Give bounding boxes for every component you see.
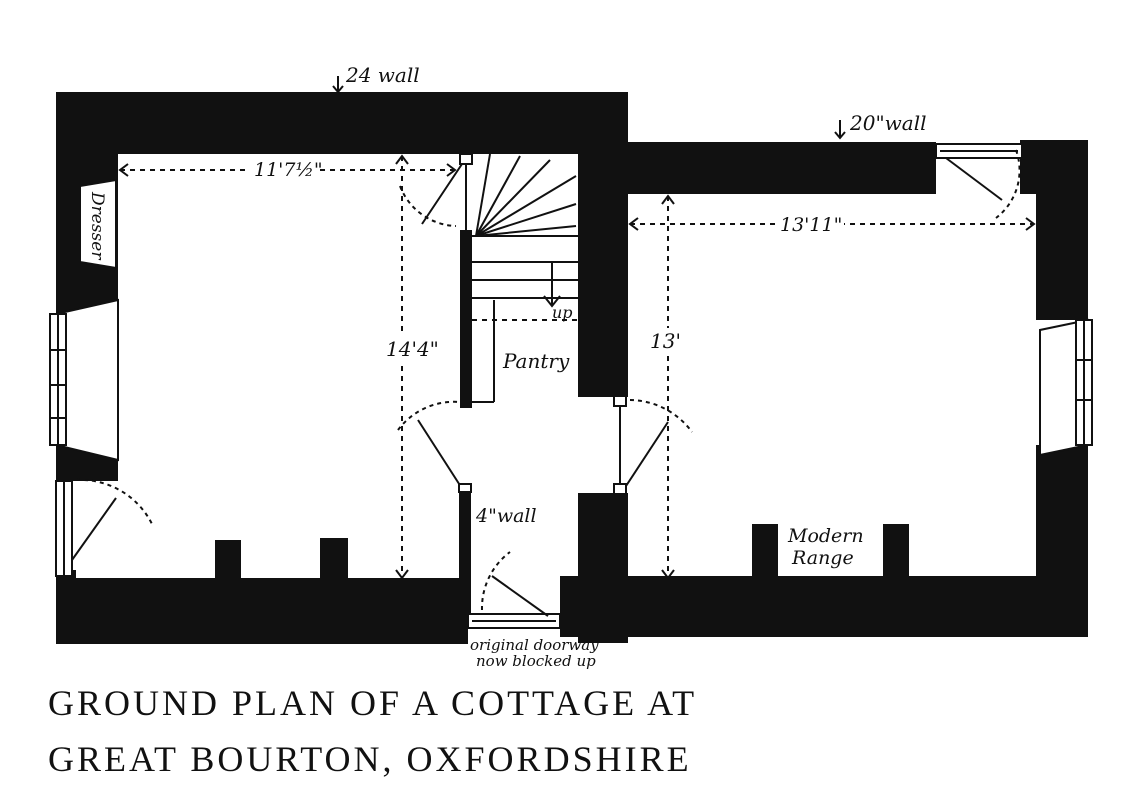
up-label: up: [552, 303, 573, 322]
dim-right-depth: 13': [650, 329, 681, 353]
stair-partition-wall: [460, 230, 472, 408]
left-pier-1: [215, 540, 241, 580]
staircase: [465, 153, 578, 403]
pantry-label: Pantry: [502, 349, 570, 373]
caption-line-1: GROUND PLAN OF A COTTAGE AT: [48, 683, 698, 723]
dim-right-width: 13'11": [780, 214, 842, 236]
modern-range-label-1: Modern: [787, 525, 864, 547]
windows: [49, 313, 1093, 577]
right-top-wall: [628, 142, 936, 194]
entry-partition-wall: [459, 488, 471, 618]
left-pier-2: [320, 538, 348, 580]
dresser-shape: [79, 178, 117, 270]
dresser-label: Dresser: [87, 191, 107, 260]
range-pier-2: [883, 524, 909, 580]
doorway-note-1: original doorway: [470, 636, 599, 654]
doorway-note-2: now blocked up: [476, 652, 596, 670]
dim-left-width: 11'7½": [254, 159, 323, 181]
range-pier-1: [752, 524, 778, 580]
right-outer-wall-upper: [1036, 140, 1088, 320]
dresser: Dresser: [79, 178, 117, 270]
wall-24-label: 24 wall: [345, 63, 420, 87]
wall-4-label: 4"wall: [475, 505, 537, 527]
caption-line-2: GREAT BOURTON, OXFORDSHIRE: [48, 739, 692, 779]
window-splays: [55, 298, 1089, 462]
dimensions: [118, 154, 1036, 580]
left-top-wall: [56, 92, 628, 154]
modern-range-label-2: Range: [791, 547, 854, 569]
dim-left-depth: 14'4": [386, 337, 439, 361]
walls: [56, 92, 1088, 644]
wall-annotations: [332, 76, 846, 140]
right-bottom-wall: [560, 576, 1088, 637]
left-bottom-wall: [56, 578, 468, 644]
doors: [71, 143, 1023, 629]
central-wall-upper: [578, 92, 628, 397]
wall-20-label: 20"wall: [849, 111, 926, 135]
